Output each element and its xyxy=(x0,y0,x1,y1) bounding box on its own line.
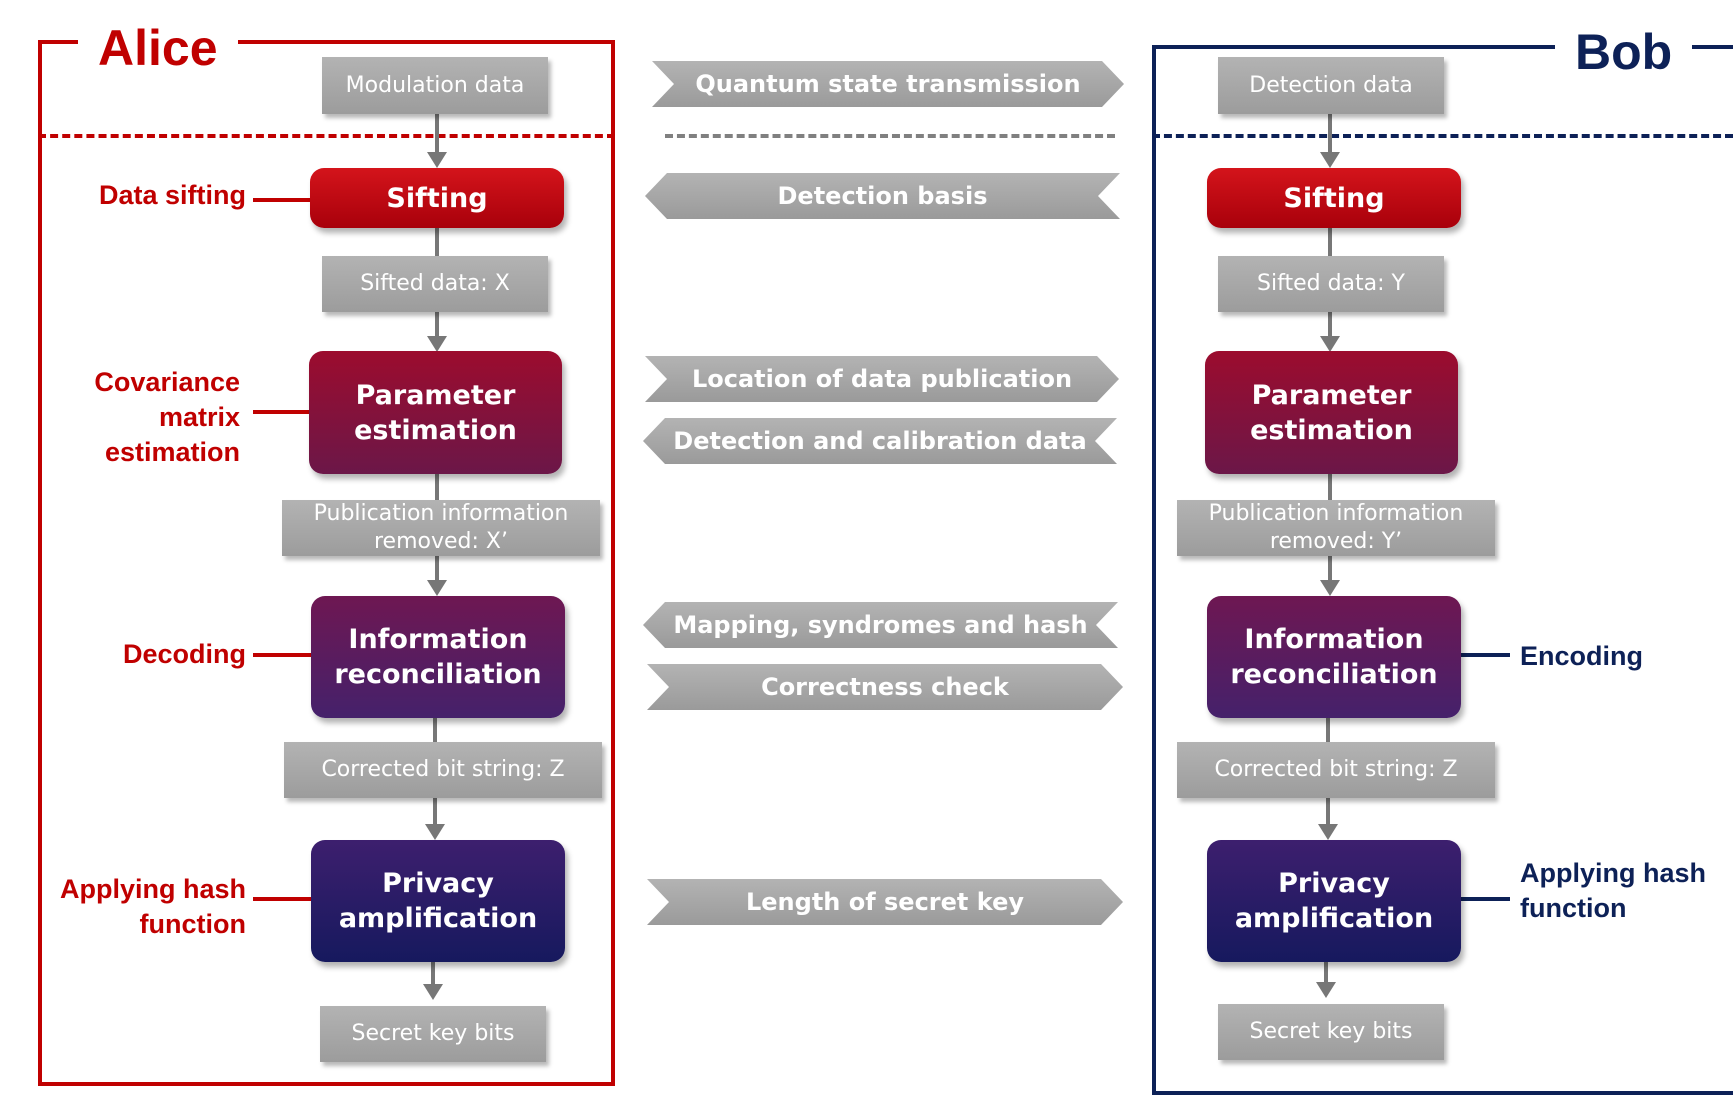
bob-sifting-box: Sifting xyxy=(1207,168,1461,228)
alice-frame xyxy=(38,40,615,1086)
alice-connector xyxy=(435,114,439,158)
msg-length-of-secret-key: Length of secret key xyxy=(647,879,1123,925)
alice-connector xyxy=(433,718,437,742)
alice-arrowhead xyxy=(427,580,447,596)
bob-arrowhead xyxy=(1318,824,1338,840)
bob-arrowhead xyxy=(1316,982,1336,998)
msg-correctness-check: Correctness check xyxy=(647,664,1123,710)
bob-arrowhead xyxy=(1320,152,1340,168)
label-applying-hash-bob: Applying hash function xyxy=(1520,858,1707,923)
alice-label-connector xyxy=(253,653,311,657)
detection-data-box: Detection data xyxy=(1218,57,1444,114)
bob-separator xyxy=(1152,134,1733,138)
label-applying-hash-alice: Applying hash function xyxy=(59,874,246,939)
alice-label-connector xyxy=(253,410,309,414)
alice-separator xyxy=(38,134,615,138)
alice-sifting-box: Sifting xyxy=(310,168,564,228)
bob-parameter-estimation-box: Parameter estimation xyxy=(1205,351,1458,474)
bob-connector xyxy=(1324,962,1328,988)
alice-parameter-estimation-box: Parameter estimation xyxy=(309,351,562,474)
msg-location-of-data-publication: Location of data publication xyxy=(645,356,1119,402)
alice-connector xyxy=(435,312,439,342)
bob-label-connector xyxy=(1452,653,1510,657)
alice-privacy-amplification-box: Privacy amplification xyxy=(311,840,565,962)
bob-secret-key-box: Secret key bits xyxy=(1218,1004,1444,1060)
alice-connector xyxy=(435,228,439,256)
bob-sifted-data-box: Sifted data: Y xyxy=(1218,256,1444,312)
bob-connector xyxy=(1328,114,1332,158)
msg-quantum-state-transmission: Quantum state transmission xyxy=(652,61,1124,107)
bob-connector xyxy=(1328,228,1332,256)
alice-connector xyxy=(431,962,435,988)
channel-separator xyxy=(665,134,1115,138)
modulation-data-box: Modulation data xyxy=(322,57,548,114)
bob-arrowhead xyxy=(1320,580,1340,596)
alice-title: Alice xyxy=(78,20,238,76)
alice-secret-key-box: Secret key bits xyxy=(320,1006,546,1062)
msg-detection-basis: Detection basis xyxy=(645,173,1120,219)
msg-mapping-syndromes-hash: Mapping, syndromes and hash xyxy=(643,602,1118,648)
alice-arrowhead xyxy=(427,336,447,352)
bob-arrowhead xyxy=(1320,336,1340,352)
alice-connector xyxy=(433,798,437,830)
alice-sifted-data-box: Sifted data: X xyxy=(322,256,548,312)
alice-connector xyxy=(435,556,439,586)
alice-information-reconciliation-box: Information reconciliation xyxy=(311,596,565,718)
label-covariance-estimation: Covariance matrix estimation xyxy=(94,367,240,467)
bob-connector xyxy=(1328,474,1332,500)
bob-connector xyxy=(1326,718,1330,742)
bob-title: Bob xyxy=(1555,24,1693,80)
bob-connector xyxy=(1328,556,1332,586)
alice-connector xyxy=(435,474,439,500)
label-encoding: Encoding xyxy=(1520,641,1643,671)
alice-label-connector xyxy=(253,897,311,901)
alice-label-connector xyxy=(253,198,310,202)
label-data-sifting: Data sifting xyxy=(98,180,246,210)
label-decoding: Decoding xyxy=(122,639,246,669)
bob-privacy-amplification-box: Privacy amplification xyxy=(1207,840,1461,962)
alice-arrowhead xyxy=(425,824,445,840)
bob-connector xyxy=(1326,798,1330,830)
bob-connector xyxy=(1328,312,1332,342)
alice-corrected-bits-box: Corrected bit string: Z xyxy=(284,742,602,798)
bob-corrected-bits-box: Corrected bit string: Z xyxy=(1177,742,1495,798)
bob-label-connector xyxy=(1452,897,1510,901)
alice-arrowhead xyxy=(423,984,443,1000)
alice-arrowhead xyxy=(427,152,447,168)
alice-publication-info-box: Publication information removed: X’ xyxy=(282,500,600,556)
msg-detection-calibration-data: Detection and calibration data xyxy=(643,418,1117,464)
bob-publication-info-box: Publication information removed: Y’ xyxy=(1177,500,1495,556)
bob-information-reconciliation-box: Information reconciliation xyxy=(1207,596,1461,718)
